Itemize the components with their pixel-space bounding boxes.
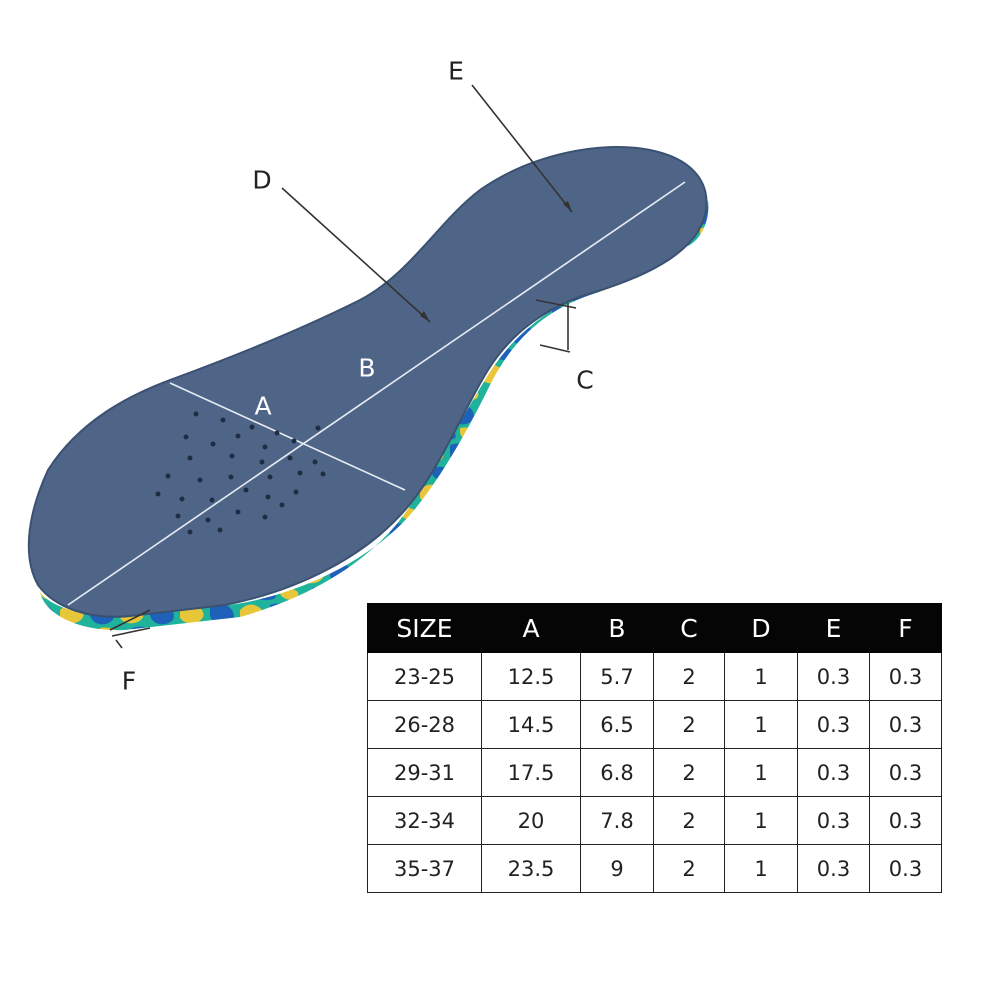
header-f: F (869, 603, 942, 653)
ventilation-holes (155, 411, 326, 535)
table-row: 35-37 23.5 9 2 1 0.3 0.3 (367, 844, 942, 893)
table-cell: 1 (724, 748, 798, 797)
table-cell: 20 (481, 796, 581, 845)
table-cell: 1 (724, 844, 798, 893)
table-cell: 7.8 (580, 796, 654, 845)
table-cell: 5.7 (580, 652, 654, 701)
table-cell: 0.3 (869, 700, 942, 749)
table-cell: 0.3 (797, 700, 870, 749)
callout-label-b: B (358, 353, 376, 383)
callout-label-e: E (448, 56, 464, 86)
table-cell: 0.3 (869, 748, 942, 797)
header-b: B (580, 603, 654, 653)
callout-label-f: F (121, 666, 137, 696)
table-cell: 1 (724, 796, 798, 845)
table-cell: 1 (724, 700, 798, 749)
table-cell: 2 (653, 748, 725, 797)
table-cell: 35-37 (367, 844, 482, 893)
table-cell: 6.5 (580, 700, 654, 749)
leader-lines (109, 84, 577, 649)
table-cell: 0.3 (797, 748, 870, 797)
table-cell: 32-34 (367, 796, 482, 845)
table-cell: 1 (724, 652, 798, 701)
table-cell: 9 (580, 844, 654, 893)
table-cell: 2 (653, 652, 725, 701)
header-size: SIZE (367, 603, 482, 653)
table-cell: 0.3 (869, 652, 942, 701)
header-c: C (653, 603, 725, 653)
table-cell: 0.3 (797, 652, 870, 701)
header-a: A (481, 603, 581, 653)
size-chart-table: SIZE A B C D E F 23-25 12.5 5.7 2 1 0.3 … (367, 603, 942, 893)
table-cell: 2 (653, 844, 725, 893)
table-cell: 6.8 (580, 748, 654, 797)
leader-line-e (471, 84, 573, 213)
leader-line-f (109, 609, 151, 631)
leader-line-d (281, 187, 431, 323)
table-row: 26-28 14.5 6.5 2 1 0.3 0.3 (367, 700, 942, 749)
table-cell: 0.3 (869, 796, 942, 845)
insole-top-surface (27, 145, 708, 618)
table-cell: 12.5 (481, 652, 581, 701)
table-cell: 0.3 (797, 844, 870, 893)
arrow-heads (420, 201, 572, 322)
table-cell: 29-31 (367, 748, 482, 797)
table-cell: 17.5 (481, 748, 581, 797)
header-e: E (797, 603, 870, 653)
guide-lines (67, 181, 686, 606)
table-header-row: SIZE A B C D E F (367, 603, 942, 653)
table-cell: 23-25 (367, 652, 482, 701)
table-row: 23-25 12.5 5.7 2 1 0.3 0.3 (367, 652, 942, 701)
table-cell: 2 (653, 700, 725, 749)
table-cell: 26-28 (367, 700, 482, 749)
callout-label-c: C (576, 365, 594, 395)
table-cell: 23.5 (481, 844, 581, 893)
table-cell: 2 (653, 796, 725, 845)
table-row: 32-34 20 7.8 2 1 0.3 0.3 (367, 796, 942, 845)
callout-label-a: A (254, 391, 272, 421)
table-row: 29-31 17.5 6.8 2 1 0.3 0.3 (367, 748, 942, 797)
callout-label-d: D (252, 165, 272, 195)
table-cell: 0.3 (869, 844, 942, 893)
table-cell: 0.3 (797, 796, 870, 845)
header-d: D (724, 603, 798, 653)
table-cell: 14.5 (481, 700, 581, 749)
